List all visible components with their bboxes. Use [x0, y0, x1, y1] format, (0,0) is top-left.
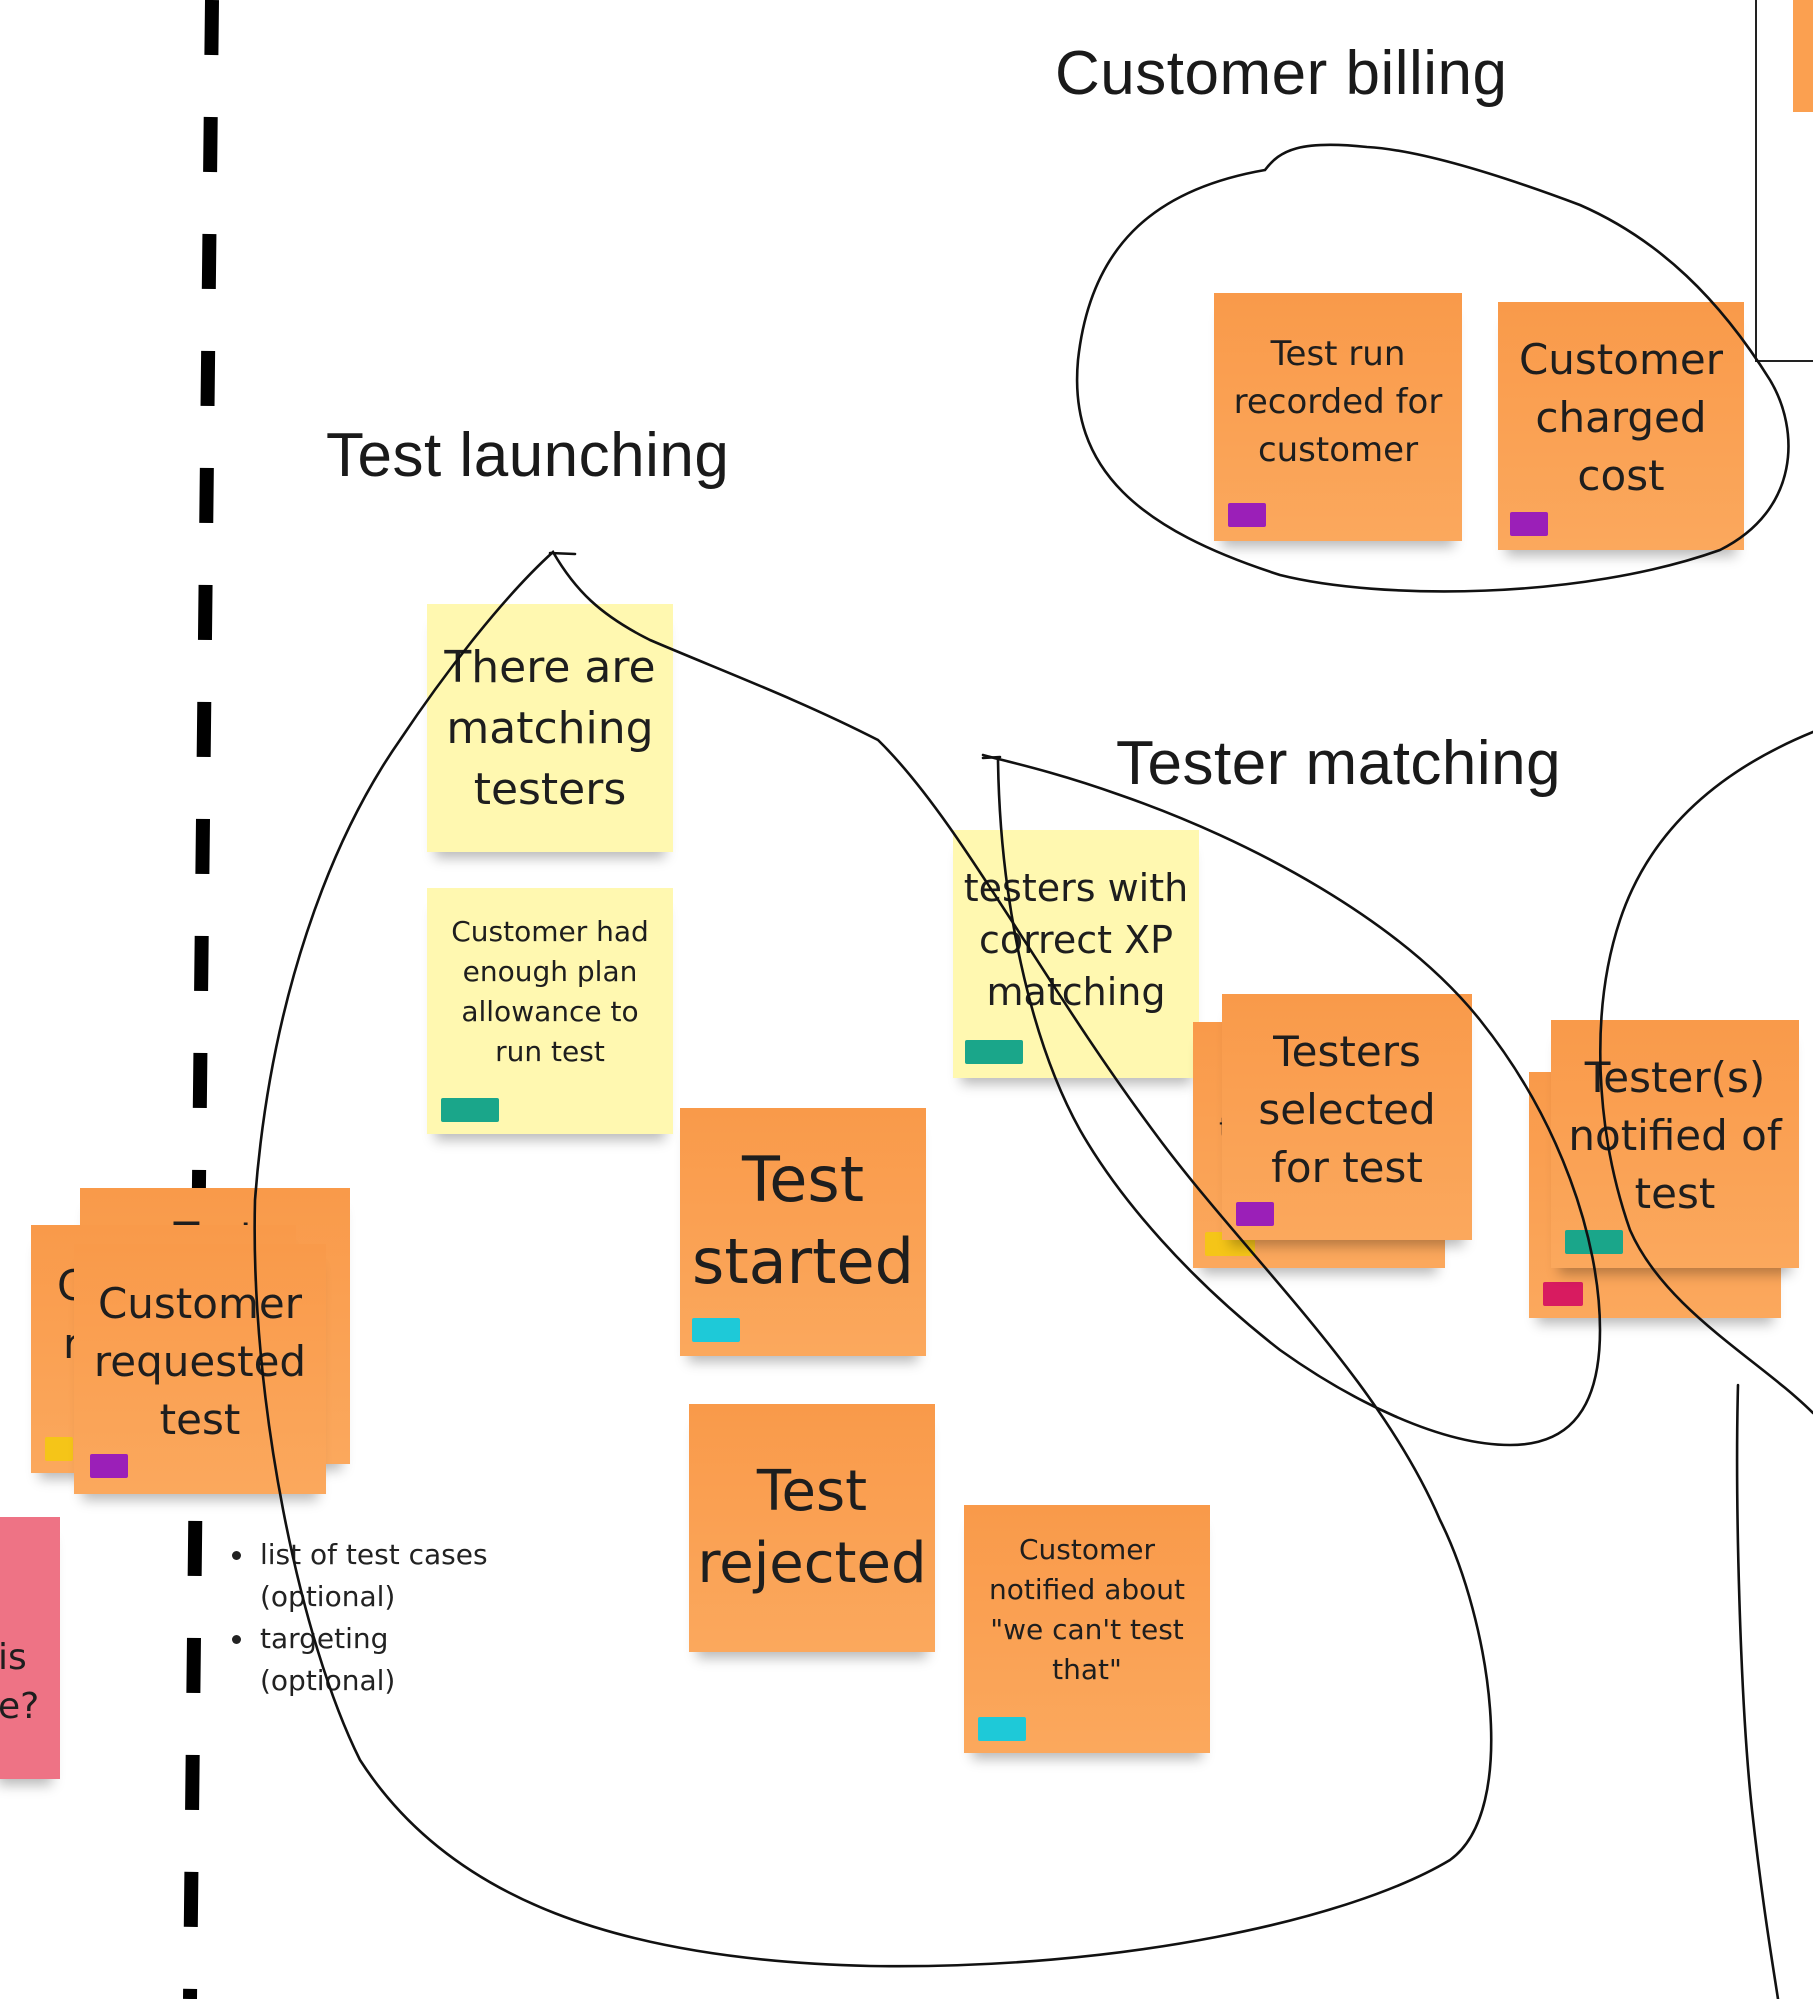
sticky-note-test-rejected[interactable]: Test rejected [689, 1404, 935, 1652]
sticky-note-text: is e? [0, 1637, 40, 1727]
customer-billing-heading: Customer billing [1055, 39, 1508, 108]
tag-purple [1228, 503, 1266, 527]
sticky-note-text: Customer had enough plan allowance to ru… [451, 915, 649, 1068]
tag-purple [90, 1454, 128, 1478]
tag-cyan [692, 1318, 740, 1342]
tester-matching-heading: Tester matching [1116, 729, 1562, 798]
sticky-note-testers-notified[interactable]: Tester(s) notified of test [1551, 1020, 1799, 1268]
sticky-note-testers-selected[interactable]: Testers selected for test [1222, 994, 1472, 1240]
sticky-note-text: Customer charged cost [1518, 335, 1723, 500]
sticky-note-test-started[interactable]: Test started [680, 1108, 926, 1356]
tag-teal [1565, 1230, 1623, 1254]
tag-purple [1510, 512, 1548, 536]
sticky-note-customer-requested-test[interactable]: Customer requested test [74, 1244, 326, 1494]
sticky-note-text: Test started [692, 1143, 914, 1298]
sticky-note-correct-xp[interactable]: testers with correct XP matching [953, 830, 1199, 1078]
sticky-note-text: Test rejected [697, 1459, 927, 1596]
tag-cyan [978, 1717, 1026, 1741]
sticky-note-text: testers with correct XP matching [963, 866, 1189, 1014]
tag-yellow [45, 1437, 73, 1461]
sticky-note-text: Customer requested test [93, 1279, 307, 1444]
test-detail-item: list of test cases (optional) [256, 1534, 490, 1618]
sticky-note-plan-allowance[interactable]: Customer had enough plan allowance to ru… [427, 888, 673, 1134]
sticky-note-matching-testers[interactable]: There are matching testers [427, 604, 673, 852]
tag-magenta [1543, 1282, 1583, 1306]
sticky-note-text: Tester(s) notified of test [1568, 1053, 1782, 1218]
frame-orange-strip [1793, 0, 1813, 112]
sticky-note-text: There are matching testers [444, 641, 656, 815]
tag-teal [965, 1040, 1023, 1064]
sticky-note-text: Test run recorded for customer [1233, 334, 1443, 470]
tag-teal [441, 1098, 499, 1122]
sticky-note-test-run-recorded[interactable]: Test run recorded for customer [1214, 293, 1462, 541]
sticky-note-pink-partial[interactable]: is e? [0, 1517, 60, 1779]
sticky-note-text: Customer notified about "we can't test t… [989, 1533, 1185, 1686]
test-detail-item: targeting (optional) [256, 1618, 490, 1702]
test-launching-heading: Test launching [326, 421, 730, 490]
sticky-note-text: Testers selected for test [1258, 1027, 1436, 1192]
sticky-note-customer-charged[interactable]: Customer charged cost [1498, 302, 1744, 550]
sticky-note-cant-test[interactable]: Customer notified about "we can't test t… [964, 1505, 1210, 1753]
test-details-list: list of test cases (optional) targeting … [224, 1534, 490, 1702]
tag-purple [1236, 1202, 1274, 1226]
